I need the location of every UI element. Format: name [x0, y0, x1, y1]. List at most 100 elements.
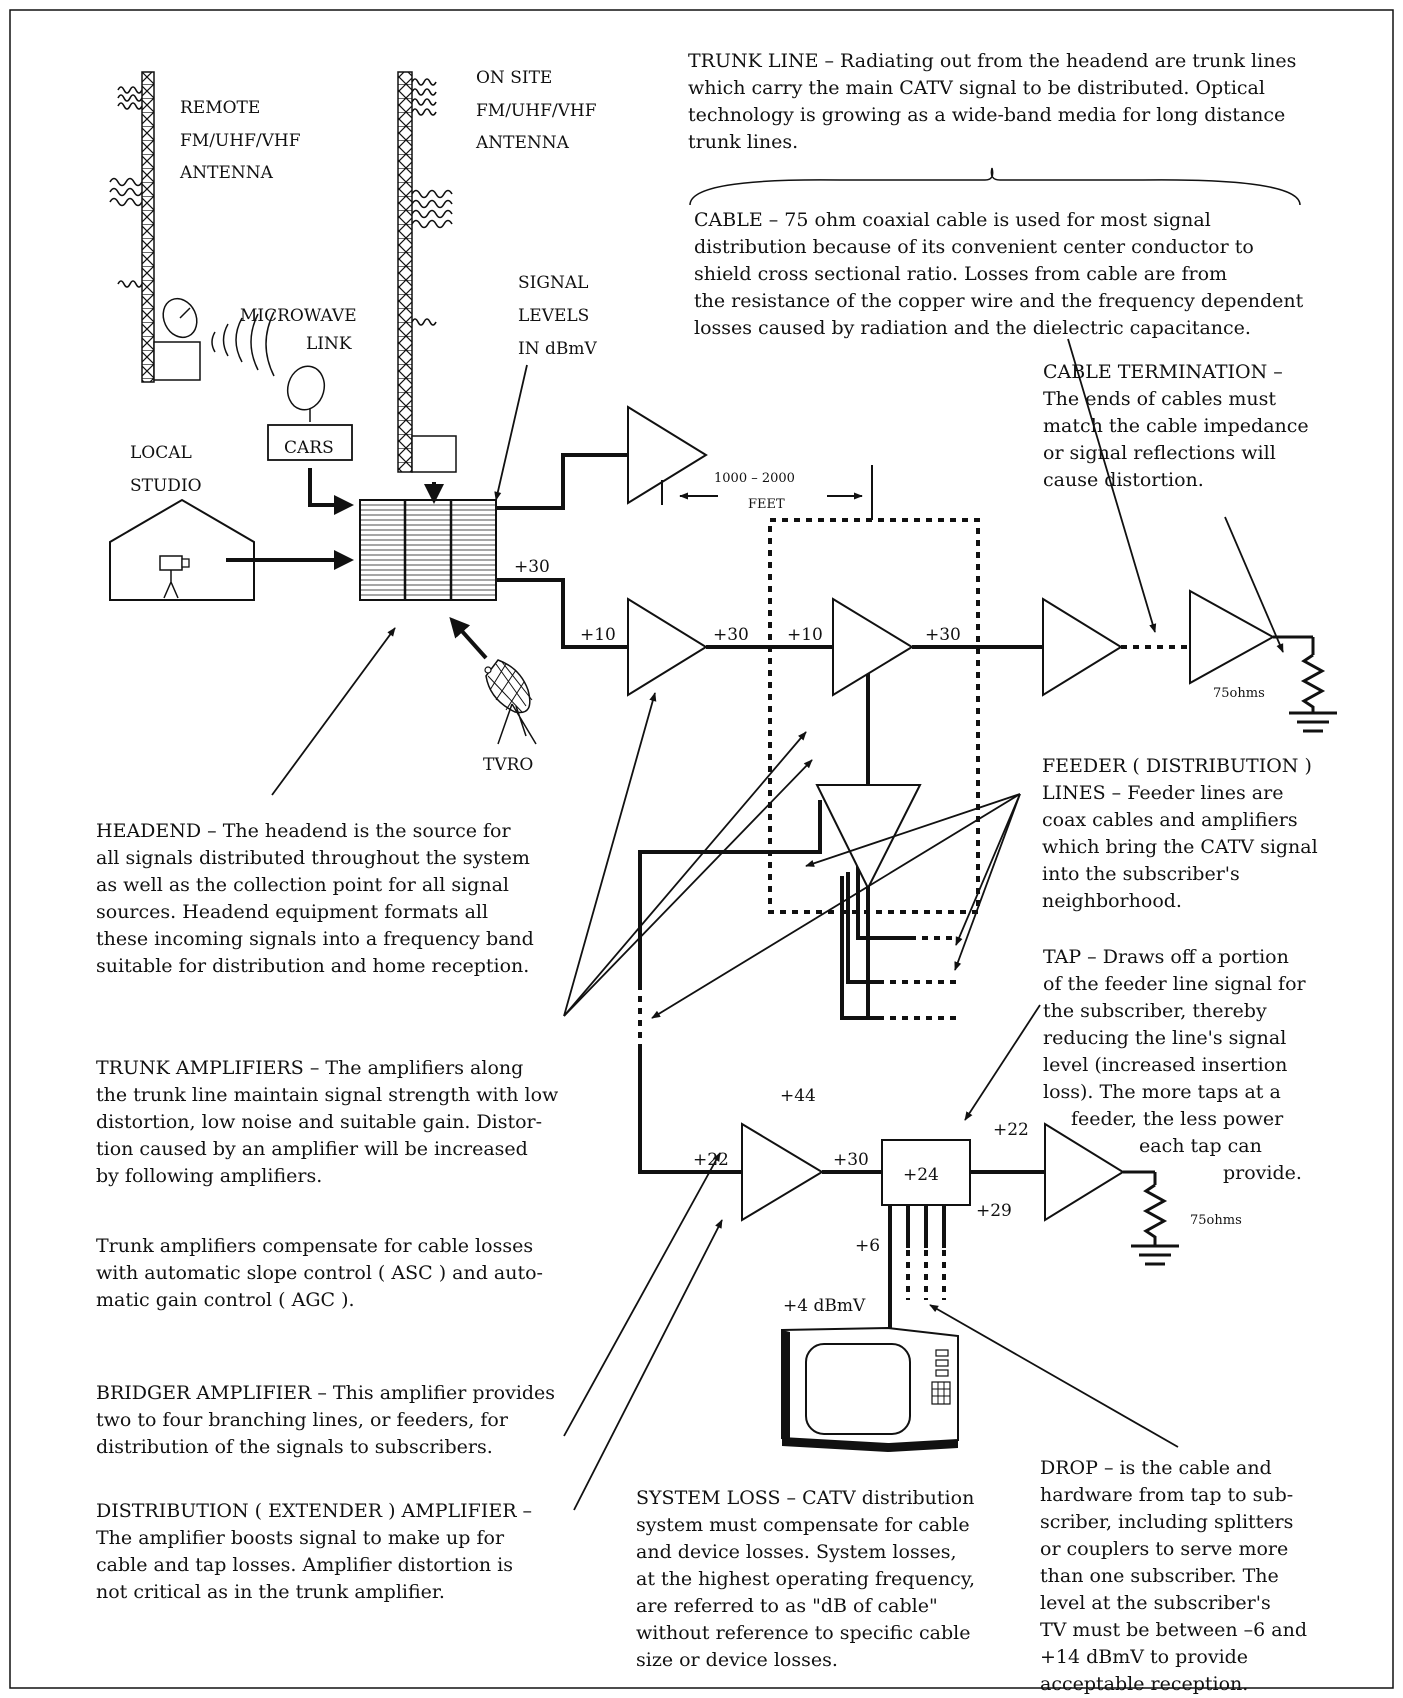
headend-output-amplifier — [627, 405, 708, 505]
level-headend-out: +30 — [514, 557, 550, 577]
text-line: sources. Headend equipment formats all — [96, 901, 489, 923]
text-line: at the highest operating frequency, — [636, 1568, 976, 1590]
distance-label-2: FEET — [748, 497, 785, 512]
remote-antenna-label-3: ANTENNA — [179, 163, 274, 183]
text-line: the trunk line maintain signal strength … — [96, 1084, 559, 1106]
cars-box — [267, 424, 353, 461]
text-line: The amplifier boosts signal to make up f… — [96, 1527, 505, 1549]
text-line: or couplers to serve more — [1040, 1538, 1289, 1560]
level-extender-in: +22 — [693, 1150, 729, 1170]
text-line: losses caused by radiation and the diele… — [694, 317, 1251, 339]
remote-antenna-label-2: FM/UHF/VHF — [180, 131, 301, 151]
onsite-antenna-label-3: ANTENNA — [475, 133, 570, 153]
text-line: size or device losses. — [636, 1649, 838, 1671]
microwave-waves — [211, 311, 275, 377]
text-line: without reference to specific cable — [636, 1622, 971, 1644]
text-line: suitable for distribution and home recep… — [96, 955, 530, 977]
termination-bottom — [1131, 1183, 1179, 1266]
text-line: FEEDER ( DISTRIBUTION ) — [1042, 755, 1312, 777]
text-line: coax cables and amplifiers — [1042, 809, 1298, 831]
text-line: TRUNK AMPLIFIERS – The amplifiers along — [96, 1057, 524, 1079]
onsite-antenna-label-2: FM/UHF/VHF — [476, 101, 597, 121]
text-line: Trunk amplifiers compensate for cable lo… — [96, 1235, 534, 1257]
microwave-link-label-1: MICROWAVE — [240, 306, 357, 326]
text-line: which carry the main CATV signal to be d… — [688, 77, 1265, 99]
trunk-amplifiers-description: TRUNK AMPLIFIERS – The amplifiers along … — [96, 1055, 558, 1190]
signal-levels-label-1: SIGNAL — [518, 273, 588, 293]
tap-drop-lines — [906, 1205, 946, 1248]
text-line: and device losses. System losses, — [636, 1541, 957, 1563]
text-line: provide. — [1223, 1162, 1302, 1184]
page-border — [9, 9, 1394, 1689]
drop-description: DROP – is the cable and hardware from ta… — [1040, 1455, 1307, 1698]
text-line: by following amplifiers. — [96, 1165, 323, 1187]
trunk-amplifier-3 — [1042, 597, 1123, 697]
distribution-amplifier-description: DISTRIBUTION ( EXTENDER ) AMPLIFIER – Th… — [96, 1498, 532, 1606]
text-line: distribution of the signals to subscribe… — [96, 1436, 493, 1458]
leader-arrows — [271, 338, 1284, 1511]
tvro-label: TVRO — [483, 755, 533, 775]
text-line: not critical as in the trunk amplifier. — [96, 1581, 445, 1603]
level-tap-out: +22 — [993, 1120, 1029, 1140]
text-line: BRIDGER AMPLIFIER – This amplifier provi… — [96, 1382, 556, 1404]
trunk-amplifier-2 — [832, 597, 914, 697]
tv-set — [781, 1326, 959, 1452]
distance-markers — [661, 465, 873, 520]
text-line: each tap can — [1139, 1135, 1262, 1157]
trunk-lines — [496, 453, 1315, 1330]
extender-amplifier — [741, 1122, 824, 1222]
trunk-amplifier-1 — [627, 597, 708, 697]
bridger-amplifier — [815, 784, 922, 891]
headend-feeds — [226, 468, 488, 660]
remote-antenna-label-1: REMOTE — [180, 98, 260, 118]
text-line: as well as the collection point for all … — [96, 874, 509, 896]
text-line: scriber, including splitters — [1040, 1511, 1294, 1533]
text-line: shield cross sectional ratio. Losses fro… — [694, 263, 1228, 285]
text-line: into the subscriber's — [1042, 863, 1240, 885]
text-line: level (increased insertion — [1043, 1054, 1288, 1076]
text-line: acceptable reception. — [1040, 1673, 1249, 1695]
text-line: CABLE – 75 ohm coaxial cable is used for… — [694, 209, 1211, 231]
text-line: HEADEND – The headend is the source for — [96, 820, 511, 842]
text-line: matic gain control ( AGC ). — [96, 1289, 355, 1311]
level-extender-out: +30 — [833, 1150, 869, 1170]
level-tap-thru: +29 — [976, 1201, 1012, 1221]
level-trunk1-out: +30 — [713, 625, 749, 645]
distance-label-1: 1000 – 2000 — [714, 471, 795, 486]
headend-description: HEADEND – The headend is the source for … — [96, 818, 534, 980]
headend-rack — [359, 499, 497, 601]
text-line: CABLE TERMINATION – — [1043, 361, 1283, 383]
local-studio-label-1: LOCAL — [130, 443, 192, 463]
text-line: technology is growing as a wide-band med… — [688, 104, 1286, 126]
text-line: the resistance of the copper wire and th… — [694, 290, 1304, 312]
text-line: the subscriber, thereby — [1043, 1000, 1267, 1022]
text-line: distribution because of its convenient c… — [694, 236, 1254, 258]
amplifiers — [627, 405, 1276, 1222]
text-line: loss). The more taps at a — [1043, 1081, 1281, 1103]
remote-antenna-tower — [109, 71, 201, 383]
text-line: DROP – is the cable and — [1040, 1457, 1272, 1479]
text-line: SYSTEM LOSS – CATV distribution — [636, 1487, 975, 1509]
drop-level-label: +4 dBmV — [783, 1296, 866, 1316]
text-line: match the cable impedance — [1043, 415, 1309, 437]
signal-levels-label-3: IN dBmV — [518, 339, 597, 359]
signal-levels-label-2: LEVELS — [518, 306, 589, 326]
text-line: distortion, low noise and suitable gain.… — [96, 1111, 543, 1133]
termination-ohms-bottom: 75ohms — [1190, 1213, 1242, 1228]
cable-termination-description: CABLE TERMINATION – The ends of cables m… — [1043, 359, 1309, 494]
cars-receiver — [267, 365, 353, 461]
text-line: reducing the line's signal — [1043, 1027, 1287, 1049]
level-trunk2-out: +30 — [925, 625, 961, 645]
level-extender-gain: +44 — [780, 1086, 816, 1106]
tv-screen — [805, 1343, 911, 1435]
text-line: these incoming signals into a frequency … — [96, 928, 534, 950]
trunk-amplifiers-description-2: Trunk amplifiers compensate for cable lo… — [96, 1233, 543, 1314]
local-studio-building — [109, 498, 255, 601]
camera-icon — [159, 555, 183, 571]
trunk-line-brace — [689, 167, 1301, 206]
text-line: cable and tap losses. Amplifier distorti… — [96, 1554, 514, 1576]
text-line: The ends of cables must — [1043, 388, 1277, 410]
text-line: two to four branching lines, or feeders,… — [96, 1409, 508, 1431]
